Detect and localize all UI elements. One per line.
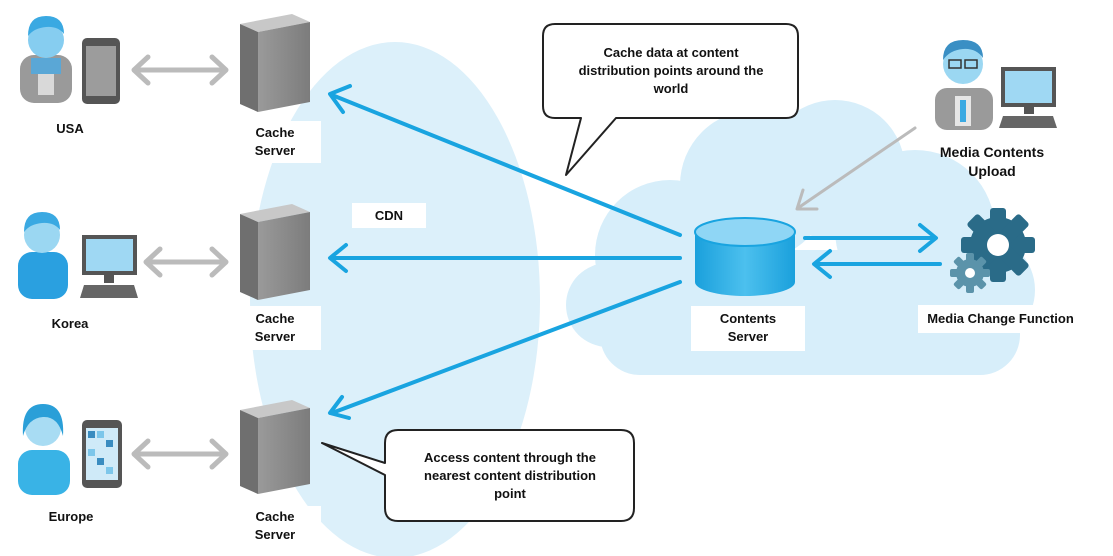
media-upload-label: Media Contents Upload (922, 143, 1062, 181)
bidirectional-arrow (131, 54, 229, 86)
cdn-label: CDN (352, 203, 426, 228)
cache-server-label-line1: Cache (255, 125, 295, 140)
callout-top-line: distribution points around the (578, 63, 764, 78)
cache-server-label: Cache Server (229, 306, 321, 350)
cache-server-label-line2: Server (254, 143, 296, 158)
callout-bottom-text: Access content through the nearest conte… (390, 449, 630, 503)
bidirectional-arrow (143, 246, 229, 278)
bidirectional-arrow (131, 438, 229, 470)
tablet-icon (82, 420, 122, 488)
contents-server-label: Contents Server (691, 306, 805, 351)
cache-server-icon (240, 204, 310, 300)
person-icon (18, 212, 68, 299)
media-upload-label-line1: Media Contents (939, 144, 1045, 160)
person-icon (18, 404, 70, 495)
cache-server-label-line2: Server (254, 329, 296, 344)
callout-bubble-bottom (321, 429, 635, 522)
cache-server-label-line1: Cache (255, 311, 295, 326)
cache-server-label: Cache Server (229, 121, 321, 163)
user-label-usa: USA (56, 121, 84, 136)
distribution-arrow (328, 243, 682, 273)
contents-server-label-line1: Contents (719, 311, 777, 326)
user-label-europe: Europe (48, 509, 94, 524)
cache-server-label: Cache Server (229, 506, 321, 550)
callout-top-line: Cache data at content (603, 45, 739, 60)
user-label-korea: Korea (51, 316, 89, 331)
bidirectional-arrow (803, 223, 942, 279)
callout-top-line: world (653, 81, 689, 96)
distribution-arrow (328, 84, 682, 237)
upload-arrow (795, 126, 917, 211)
callout-bubble-top (542, 23, 799, 176)
callout-bottom-line: Access content through the (424, 450, 596, 465)
cache-server-label-line1: Cache (255, 509, 295, 524)
distribution-arrow (328, 280, 682, 420)
contents-server-label-line2: Server (727, 329, 769, 344)
person-icon (935, 40, 993, 130)
cache-server-icon (240, 400, 310, 494)
monitor-icon (999, 67, 1057, 128)
callout-bottom-line: nearest content distribution (424, 468, 596, 483)
cache-server-icon (240, 14, 310, 112)
callout-bottom-line: point (494, 486, 526, 501)
callout-top-text: Cache data at content distribution point… (548, 44, 794, 98)
person-icon (20, 16, 72, 103)
gear-icon (961, 208, 1035, 282)
gear-icon (950, 253, 990, 293)
media-upload-label-line2: Upload (968, 163, 1016, 179)
media-change-label: Media Change Function (918, 305, 1083, 333)
cache-server-label-line2: Server (254, 527, 296, 542)
database-icon (694, 217, 796, 296)
smartphone-icon (82, 38, 120, 104)
monitor-icon (80, 235, 138, 298)
cdn-region (250, 42, 540, 556)
